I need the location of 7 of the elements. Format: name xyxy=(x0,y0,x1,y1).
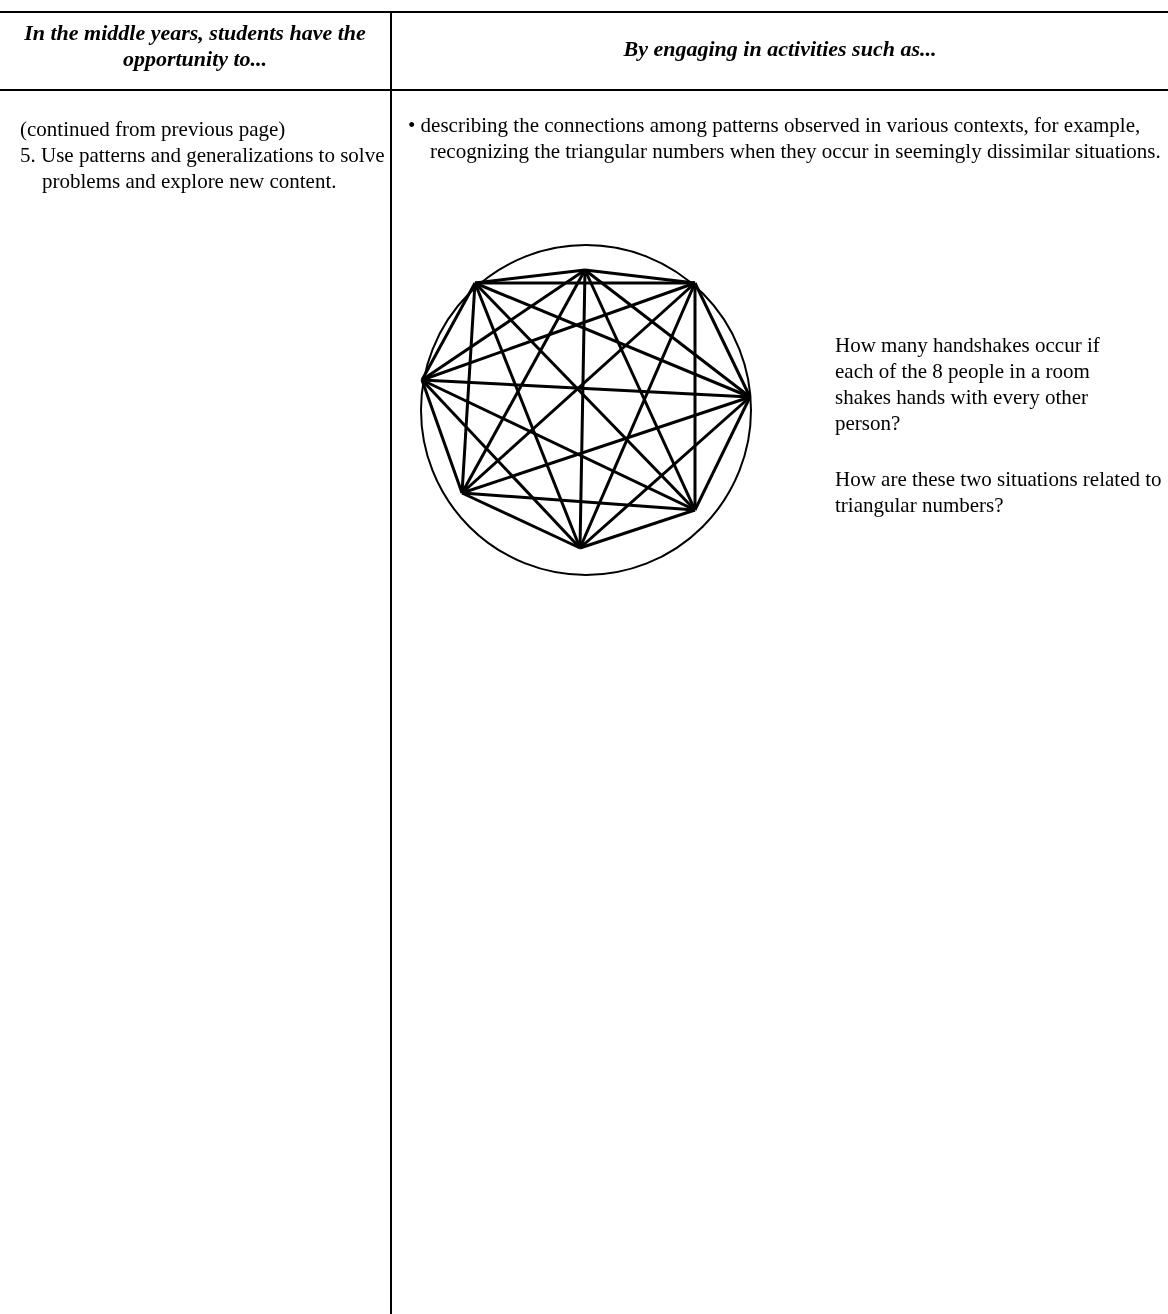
column-heading: By engaging in activities such as... xyxy=(622,36,938,62)
continuation-note: (continued from previous page) xyxy=(20,116,287,142)
activity-description: • describing the connections among patterns observed in various contexts, for example, recognizing the triangular numbers when they occur in seemingly dissimilar situations. xyxy=(408,112,1162,164)
question-text: How are these two situations related to triangular numbers? xyxy=(835,466,1163,518)
column-heading: In the middle years, students have the opportunity to... xyxy=(23,20,367,72)
question-text: How many handshakes occur if each of the 8 people in a room shakes hands with every other person? xyxy=(835,332,1101,436)
learning-outcome: 5. Use patterns and generalizations to solve problems and explore new content. xyxy=(20,142,386,194)
